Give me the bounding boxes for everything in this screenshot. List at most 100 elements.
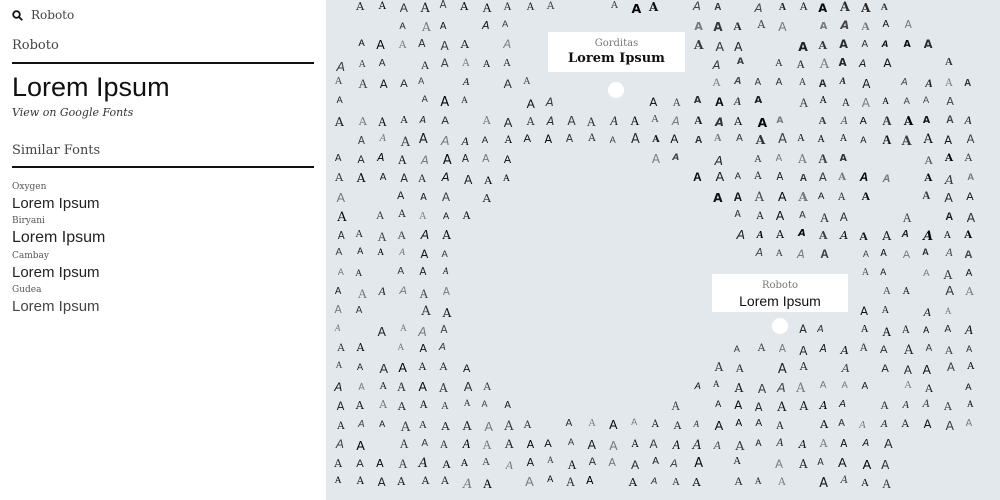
font-glyph[interactable]: A [693,169,702,184]
font-glyph[interactable]: A [400,114,408,127]
font-glyph[interactable]: A [357,134,365,147]
font-glyph[interactable]: A [441,401,449,413]
font-glyph[interactable]: A [860,324,869,336]
font-glyph[interactable]: A [861,39,869,51]
font-glyph[interactable]: A [944,342,954,357]
font-glyph[interactable]: A [399,285,407,298]
font-glyph[interactable]: A [922,246,929,257]
font-glyph[interactable]: A [418,362,427,374]
font-glyph[interactable]: A [964,77,972,89]
font-glyph[interactable]: A [966,399,974,410]
font-glyph[interactable]: A [441,169,450,184]
font-glyph[interactable]: A [421,438,429,450]
font-glyph[interactable]: A [503,56,511,69]
font-glyph[interactable]: A [924,153,934,168]
font-glyph[interactable]: A [859,419,866,432]
font-glyph[interactable]: A [736,132,743,144]
font-glyph[interactable]: A [692,0,701,13]
font-glyph[interactable]: A [736,227,746,243]
font-glyph[interactable]: A [378,285,386,299]
font-glyph[interactable]: A [651,418,659,430]
font-glyph[interactable]: A [798,438,807,452]
font-glyph[interactable]: A [903,363,912,378]
font-glyph[interactable]: A [442,456,451,471]
font-glyph[interactable]: A [420,227,430,243]
font-glyph[interactable]: A [841,380,848,392]
font-glyph[interactable]: A [357,285,368,301]
font-glyph[interactable]: A [526,437,535,451]
font-glyph[interactable]: A [525,473,534,489]
font-glyph[interactable]: A [839,75,847,87]
font-glyph[interactable]: A [652,133,660,145]
font-glyph[interactable]: A [902,399,909,411]
font-glyph[interactable]: A [610,113,618,128]
font-glyph[interactable]: A [504,134,512,146]
font-glyph[interactable]: A [777,379,786,395]
font-glyph[interactable]: A [881,419,888,431]
font-glyph[interactable]: A [880,247,887,259]
font-glyph[interactable]: A [862,77,871,92]
font-glyph[interactable]: A [397,341,405,352]
font-glyph[interactable]: A [567,114,576,129]
font-glyph[interactable]: A [399,248,406,259]
font-glyph[interactable]: A [336,95,343,106]
font-glyph[interactable]: A [819,380,827,392]
font-glyph[interactable]: A [778,131,787,147]
font-glyph[interactable]: A [861,188,871,203]
font-glyph[interactable]: A [630,457,640,472]
font-glyph[interactable]: A [418,77,425,88]
font-glyph[interactable]: A [713,133,722,145]
font-glyph[interactable]: A [420,59,430,73]
font-glyph[interactable]: A [357,247,364,258]
font-glyph[interactable]: A [442,210,450,221]
font-glyph[interactable]: A [733,21,742,34]
font-glyph[interactable]: A [379,361,389,377]
font-glyph[interactable]: A [672,477,680,489]
font-glyph[interactable]: A [882,95,890,107]
font-glyph[interactable]: A [419,266,427,279]
font-glyph[interactable]: A [481,399,488,410]
font-glyph[interactable]: A [944,171,954,187]
font-glyph[interactable]: A [839,38,848,52]
font-glyph[interactable]: A [775,209,785,223]
font-glyph[interactable]: A [442,190,450,205]
font-glyph[interactable]: A [334,153,342,165]
font-glyph[interactable]: A [943,400,952,414]
font-glyph[interactable]: A [882,114,892,129]
font-glyph[interactable]: A [757,341,766,354]
font-glyph[interactable]: A [693,95,702,107]
font-glyph[interactable]: A [442,285,450,298]
font-glyph[interactable]: A [400,172,408,186]
font-glyph[interactable]: A [482,0,492,15]
font-glyph[interactable]: A [546,0,555,13]
font-glyph[interactable]: A [775,58,783,70]
search-input[interactable] [31,8,291,22]
font-glyph[interactable]: A [526,96,535,111]
font-glyph[interactable]: A [631,439,639,451]
font-glyph[interactable]: A [799,344,808,359]
font-glyph[interactable]: A [775,420,784,433]
font-glyph[interactable]: A [546,456,554,467]
font-glyph[interactable]: A [925,342,933,354]
font-glyph[interactable]: A [399,21,406,33]
font-glyph[interactable]: A [377,247,385,258]
font-glyph[interactable]: A [651,114,659,126]
font-glyph[interactable]: A [799,210,806,222]
font-glyph[interactable]: A [673,420,682,433]
font-glyph[interactable]: A [714,359,724,374]
font-glyph[interactable]: A [733,191,743,205]
font-glyph[interactable]: A [694,20,703,34]
font-glyph[interactable]: A [692,437,702,453]
font-glyph[interactable]: A [712,75,721,89]
font-glyph[interactable]: A [818,1,828,16]
font-glyph[interactable]: A [337,268,344,279]
font-glyph[interactable]: A [420,0,430,16]
font-glyph[interactable]: A [715,399,722,410]
font-glyph[interactable]: A [418,36,426,50]
font-glyph[interactable]: A [839,228,849,242]
font-glyph[interactable]: A [944,229,951,241]
font-glyph[interactable]: A [775,76,783,88]
font-glyph[interactable]: A [945,417,954,433]
font-glyph[interactable]: A [818,77,827,90]
font-glyph[interactable]: A [901,77,908,89]
